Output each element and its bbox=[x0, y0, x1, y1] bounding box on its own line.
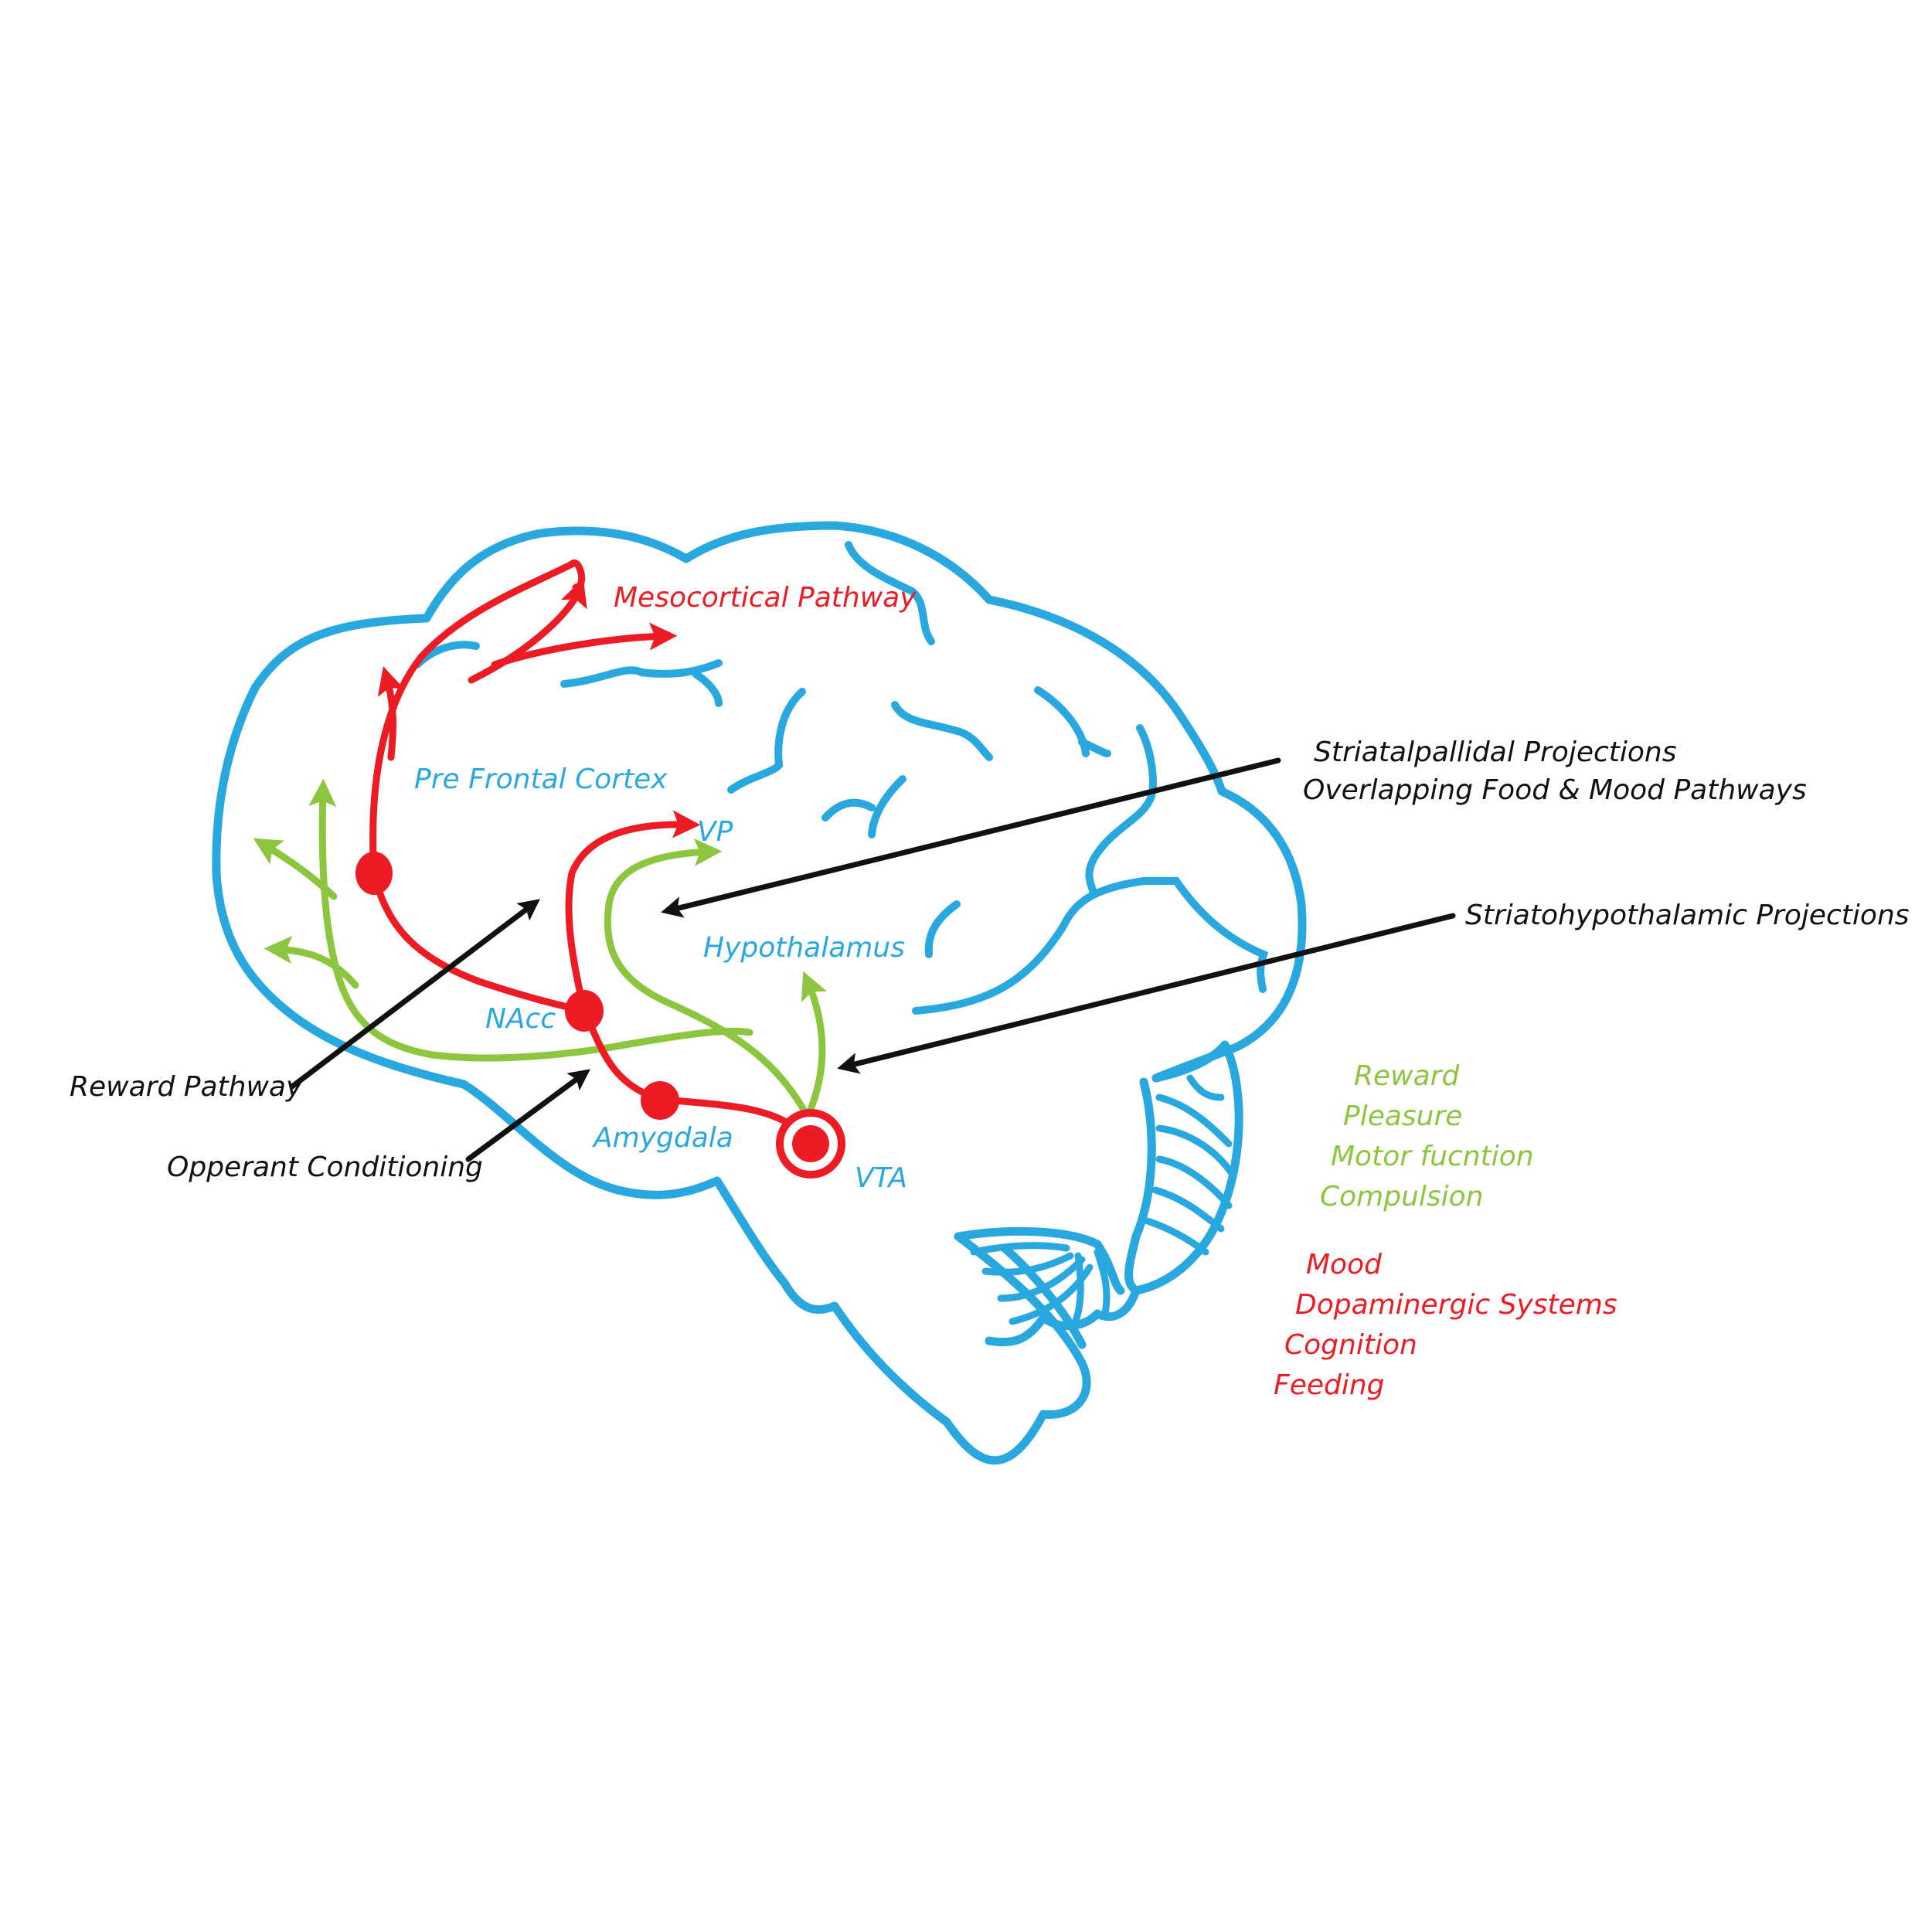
mesocortical-pathway-main bbox=[369, 559, 586, 877]
pfc-node bbox=[355, 852, 393, 895]
striatalpallidal-label: Striatalpallidal Projections bbox=[1314, 736, 1676, 768]
green-main-left bbox=[308, 778, 753, 1062]
green-branch-lower-left bbox=[264, 936, 359, 989]
red-pathways bbox=[369, 559, 800, 1132]
amygdala-label: Amygdala bbox=[592, 1122, 733, 1154]
legend-red-item: Mood bbox=[1306, 1249, 1383, 1281]
striatalpallidal-arrow bbox=[661, 757, 1281, 918]
nacc-to-vta bbox=[580, 1007, 800, 1132]
reward-pathway-label: Reward Pathway bbox=[70, 1071, 303, 1103]
cerebellum-folia bbox=[970, 1074, 1236, 1329]
opperant-conditioning-label: Opperant Conditioning bbox=[167, 1151, 483, 1183]
striatohypothalamic-label: Striatohypothalamic Projections bbox=[1465, 900, 1910, 931]
vp-label: VP bbox=[697, 816, 733, 848]
legend-red-item: Dopaminergic Systems bbox=[1295, 1289, 1617, 1321]
vta-node bbox=[792, 1125, 829, 1162]
opperant-conditioning-arrow bbox=[465, 1069, 591, 1162]
brain-outline bbox=[212, 521, 1307, 1465]
legend-red-item: Cognition bbox=[1284, 1329, 1417, 1361]
nacc-label: NAcc bbox=[485, 1003, 556, 1035]
green-to-hypothalamus bbox=[801, 971, 828, 1121]
nodes bbox=[355, 852, 845, 1179]
cerebellum-outline bbox=[985, 1040, 1243, 1347]
pfc-to-nacc bbox=[370, 869, 588, 1015]
green-branch-upper-left bbox=[253, 838, 338, 900]
annotation-arrows bbox=[289, 757, 1456, 1162]
reward-pathway-arrow bbox=[289, 899, 540, 1090]
legend-green-item: Motor fucntion bbox=[1331, 1141, 1534, 1172]
hypothalamus-label: Hypothalamus bbox=[703, 932, 905, 964]
legend-green-item: Pleasure bbox=[1343, 1100, 1462, 1132]
brainstem bbox=[954, 1226, 1125, 1349]
brain-sulci bbox=[413, 541, 1269, 1015]
amygdala-node bbox=[641, 1081, 679, 1120]
labels: Mesocortical Pathway Pre Frontal Cortex … bbox=[70, 582, 1910, 1401]
pre-frontal-cortex-label: Pre Frontal Cortex bbox=[414, 764, 668, 795]
cerebrum-outline bbox=[212, 521, 1307, 1089]
striatohypothalamic-arrow bbox=[837, 913, 1456, 1074]
green-pathways bbox=[253, 778, 828, 1121]
mesocortical-branch-left bbox=[377, 666, 405, 761]
vta-label: VTA bbox=[855, 1162, 907, 1194]
nacc-node bbox=[565, 990, 604, 1032]
mesocortical-branch-up bbox=[468, 578, 587, 684]
overlapping-pathways-label: Overlapping Food & Mood Pathways bbox=[1303, 774, 1807, 806]
legend-red-item: Feeding bbox=[1274, 1369, 1385, 1401]
mesocortical-branch-upper bbox=[491, 622, 678, 668]
mesocortical-pathway-label: Mesocortical Pathway bbox=[614, 582, 917, 614]
temporal-lobe-bottom bbox=[459, 1080, 1091, 1465]
legend-green-item: Reward bbox=[1354, 1060, 1460, 1092]
legend-green-item: Compulsion bbox=[1320, 1181, 1484, 1213]
nacc-to-vp bbox=[565, 810, 701, 1015]
green-to-vp bbox=[604, 838, 811, 1121]
